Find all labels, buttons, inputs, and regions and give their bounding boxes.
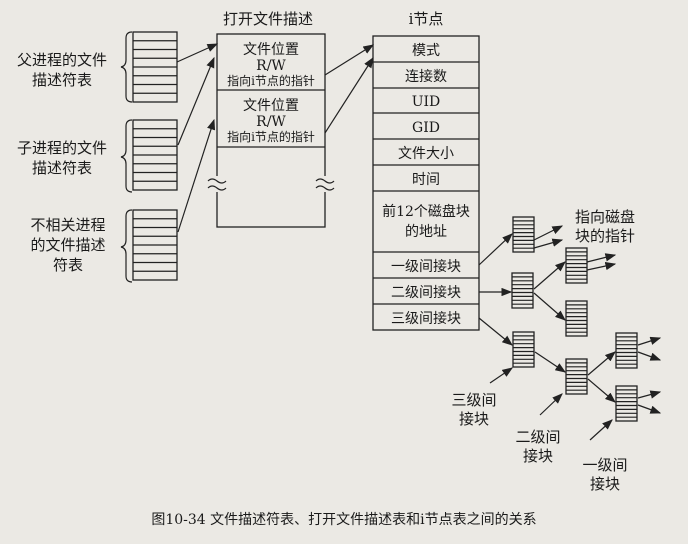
open-file-table [216, 33, 326, 228]
indirect-block [615, 385, 638, 422]
inode-table [372, 35, 480, 331]
arrow [637, 390, 662, 399]
inode-direct-2: 的地址 [405, 224, 447, 240]
indirect-block [565, 300, 588, 337]
arrow [587, 351, 616, 376]
arrow [586, 261, 617, 271]
arrow [533, 292, 566, 321]
indirect-block [511, 272, 534, 309]
break-mark-icon [207, 176, 335, 192]
arrow [324, 44, 375, 76]
triple-indirect-label-1: 三级间 [451, 391, 496, 409]
inode-double-indirect: 二级间接块 [391, 284, 461, 301]
figure-caption: 图10-34 文件描述符表、打开文件描述表和i节点表之间的关系 [151, 511, 536, 528]
arrow [589, 419, 613, 441]
open-file-title: 打开文件描述 [223, 10, 313, 28]
arrow [637, 404, 662, 414]
triple-indirect-label-2: 接块 [459, 410, 489, 428]
double-indirect-label-1: 二级间 [515, 428, 560, 446]
entry1-mode: R/W [256, 58, 286, 74]
child-table-label-2: 描述符表 [32, 159, 92, 177]
inode-direct-1: 前12个磁盘块 [382, 203, 470, 220]
arrow [176, 43, 219, 63]
inode-mode: 模式 [412, 43, 440, 59]
arrow [637, 351, 662, 361]
inode-single-indirect: 一级间接块 [391, 258, 461, 275]
arrow [478, 233, 513, 266]
single-indirect-label-1: 一级间 [582, 456, 627, 474]
parent-table-label-1: 父进程的文件 [17, 51, 107, 69]
indirect-block [512, 216, 535, 253]
single-indirect-label-2: 接块 [590, 475, 620, 493]
entry2-position: 文件位置 [243, 98, 299, 114]
parent-brace [120, 31, 133, 103]
disk-pointer-label-2: 块的指针 [575, 227, 635, 245]
arrow [534, 351, 566, 373]
arrow [177, 118, 216, 233]
child-brace [120, 119, 133, 193]
arrow [586, 253, 617, 263]
double-indirect-label-2: 接块 [523, 447, 553, 465]
unrelated-brace [120, 209, 133, 283]
arrow [489, 367, 513, 384]
unrelated-table-label-1: 不相关进程 [30, 216, 105, 234]
entry2-pointer: 指向i节点的指针 [227, 129, 315, 144]
inode-title: i节点 [409, 10, 444, 28]
arrow [533, 261, 566, 290]
arrow [478, 317, 513, 346]
arrow [587, 378, 616, 403]
disk-pointer-label-1: 指向磁盘 [575, 208, 635, 226]
arrow [177, 56, 215, 146]
entry1-position: 文件位置 [243, 42, 299, 58]
inode-triple-indirect: 三级间接块 [391, 310, 461, 327]
indirect-block [565, 358, 588, 395]
unrelated-table-label-2: 的文件描述 [30, 236, 105, 254]
inode-time: 时间 [412, 172, 440, 188]
unrelated-table-label-3: 符表 [53, 256, 83, 274]
inode-gid: GID [412, 120, 440, 136]
indirect-block [565, 247, 588, 284]
arrow [533, 238, 564, 249]
child-table-label-1: 子进程的文件 [17, 139, 107, 157]
arrow [533, 225, 564, 241]
indirect-block [615, 332, 638, 369]
indirect-block [512, 331, 535, 368]
inode-size: 文件大小 [398, 146, 454, 162]
entry2-mode: R/W [256, 114, 286, 130]
entry1-pointer: 指向i节点的指针 [227, 73, 315, 88]
parent-table-label-2: 描述符表 [32, 71, 92, 89]
arrow [539, 393, 563, 416]
inode-links: 连接数 [405, 68, 447, 85]
arrow [637, 336, 662, 346]
arrow [324, 56, 374, 134]
inode-uid: UID [412, 94, 441, 110]
